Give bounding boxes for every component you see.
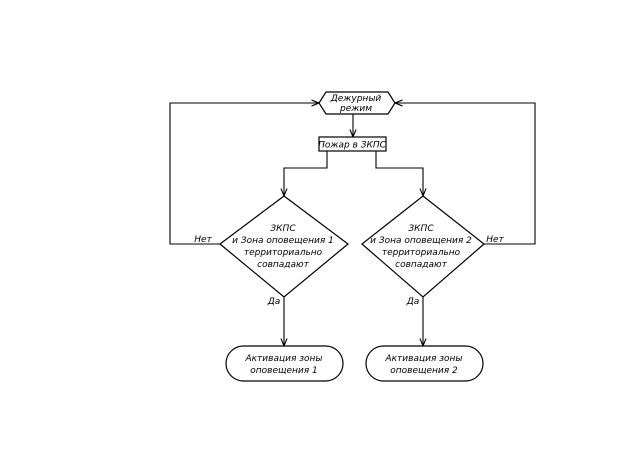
decision-1-line-1: ЗКПС xyxy=(270,224,296,234)
activation-1-node: Активация зоны оповещения 1 xyxy=(225,345,344,382)
decision-2-line-1: ЗКПС xyxy=(408,224,434,234)
no-label-1: Нет xyxy=(194,235,212,245)
decision-2-line-3: территориально xyxy=(382,248,461,258)
standby-line-2: режим xyxy=(339,104,372,114)
activation-1-line-2: оповещения 1 xyxy=(250,366,318,376)
decision-1-line-3: территориально xyxy=(244,248,323,258)
connector-no-2-loop xyxy=(395,103,536,245)
connector-fire-to-decision-2 xyxy=(375,151,423,196)
decision-2-node: ЗКПС и Зона оповещения 2 территориально … xyxy=(361,195,485,298)
activation-1-line-1: Активация зоны xyxy=(244,354,322,364)
yes-label-2: Да xyxy=(406,297,420,307)
standby-line-1: Дежурный xyxy=(330,94,382,104)
activation-2-line-1: Активация зоны xyxy=(384,354,462,364)
activation-2-node: Активация зоны оповещения 2 xyxy=(365,345,484,382)
connector-fire-to-decision-1 xyxy=(284,151,328,196)
standby-node: Дежурный режим xyxy=(318,91,396,115)
decision-1-line-4: совпадают xyxy=(257,260,309,270)
decision-2-line-2: и Зона оповещения 2 xyxy=(370,236,472,246)
decision-2-line-4: совпадают xyxy=(395,260,447,270)
fire-label: Пожар в ЗКПС xyxy=(318,141,387,151)
no-label-2: Нет xyxy=(486,235,504,245)
activation-2-line-2: оповещения 2 xyxy=(390,366,458,376)
decision-1-node: ЗКПС и Зона оповещения 1 территориально … xyxy=(219,195,349,298)
decision-1-line-2: и Зона оповещения 1 xyxy=(232,236,334,246)
fire-node: Пожар в ЗКПС xyxy=(318,136,387,152)
connector-no-1-loop xyxy=(169,103,319,245)
yes-label-1: Да xyxy=(267,297,281,307)
